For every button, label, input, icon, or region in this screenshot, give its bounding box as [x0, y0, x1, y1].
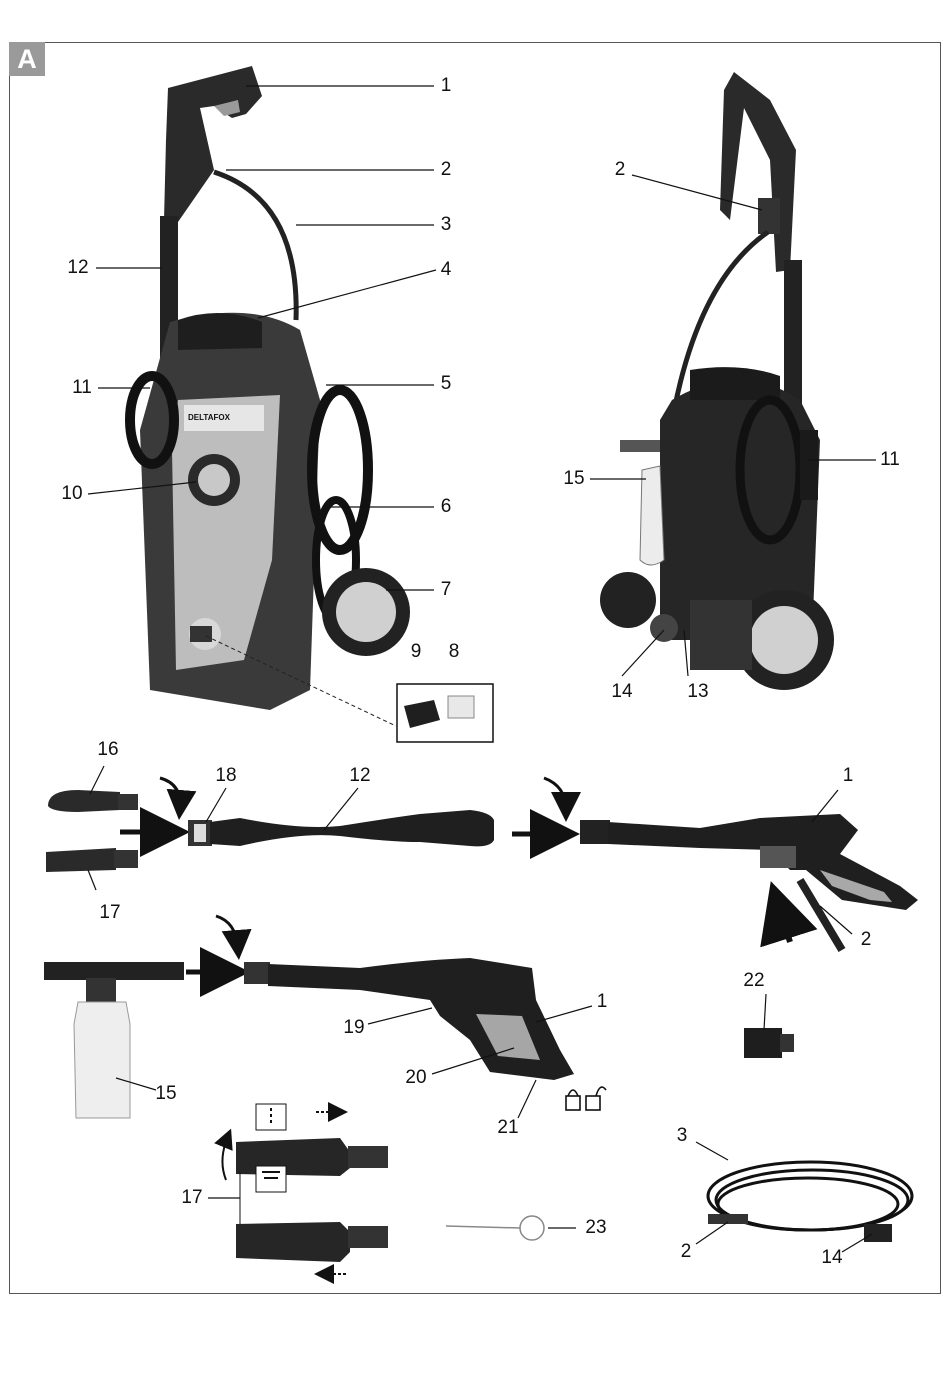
leader-lines — [87, 85, 876, 1253]
callout-11: 11 — [72, 377, 92, 398]
callout-14-hose: 14 — [821, 1247, 843, 1268]
lance-assembly-row — [46, 776, 918, 953]
callout-17-nozzle: 17 — [181, 1187, 203, 1208]
callout-19: 19 — [343, 1017, 365, 1038]
machine-front-view: DELTAFOX — [125, 66, 494, 743]
figure-frame — [9, 42, 941, 1294]
callout-5: 5 — [440, 373, 452, 394]
high-pressure-hose-coil — [706, 1160, 914, 1242]
callout-1: 1 — [440, 75, 452, 96]
panel-letter: A — [9, 42, 45, 76]
cleaning-needle — [445, 1215, 545, 1241]
brand-logo: DELTAFOX — [188, 413, 231, 422]
callout-3: 3 — [440, 214, 452, 235]
callout-6: 6 — [440, 496, 452, 517]
callout-10: 10 — [61, 483, 83, 504]
adjustable-nozzle-detail — [214, 1102, 388, 1284]
callout-1-gun: 1 — [842, 765, 854, 786]
callout-9: 9 — [410, 641, 422, 662]
callout-16: 16 — [97, 739, 119, 760]
callout-15-bottle: 15 — [155, 1083, 177, 1104]
callout-7: 7 — [440, 579, 452, 600]
callout-13: 13 — [687, 681, 709, 702]
callout-15: 15 — [563, 468, 585, 489]
machine-rear-view — [600, 72, 834, 690]
callout-11-rear: 11 — [880, 449, 900, 470]
callout-21: 21 — [497, 1117, 519, 1138]
callout-1-foam: 1 — [596, 991, 608, 1012]
callout-2-gun: 2 — [860, 929, 872, 950]
callout-17: 17 — [99, 902, 121, 923]
callout-18: 18 — [215, 765, 237, 786]
callout-2: 2 — [440, 159, 452, 180]
callout-2-hose: 2 — [680, 1241, 692, 1262]
callout-12: 12 — [67, 257, 89, 278]
callout-14: 14 — [611, 681, 633, 702]
callout-23: 23 — [585, 1217, 607, 1238]
callout-22: 22 — [743, 970, 765, 991]
callout-2-rear: 2 — [614, 159, 626, 180]
callout-20: 20 — [405, 1067, 427, 1088]
foam-lance-row — [44, 914, 794, 1119]
callout-4: 4 — [440, 259, 452, 280]
callout-8: 8 — [448, 641, 460, 662]
callout-12-lance: 12 — [349, 765, 371, 786]
callout-3-hose: 3 — [676, 1125, 688, 1146]
